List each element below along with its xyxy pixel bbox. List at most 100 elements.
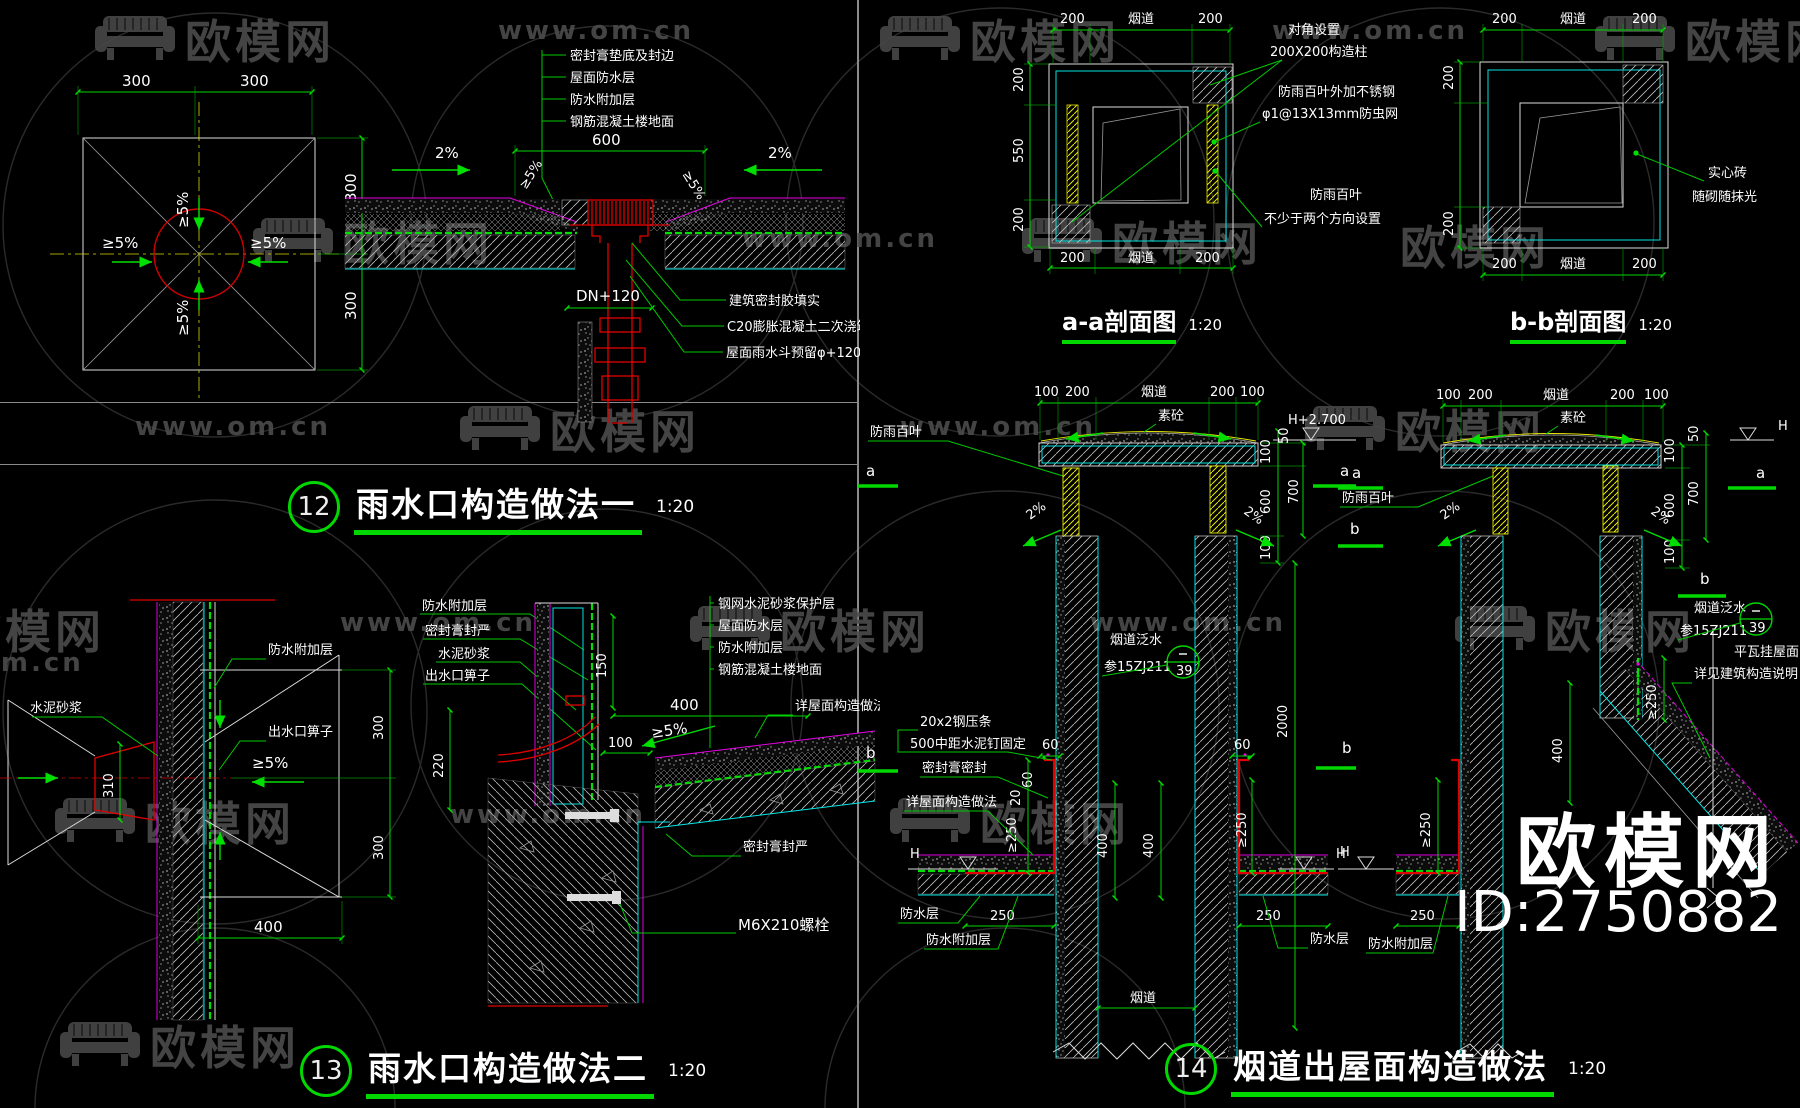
watermark: 欧模网 [690, 596, 930, 662]
watermark-url: www.om.cn [900, 412, 1097, 442]
pitched-roof [1592, 658, 1799, 899]
louver-strip [1492, 467, 1509, 535]
dim-label: 60 [1042, 738, 1059, 753]
watermark-url: om.cn [0, 648, 84, 678]
callout-label: 屋面雨水斗预留φ+120板洞 [726, 346, 860, 361]
dim-label: 400 [670, 696, 699, 714]
drawing-flue-section-b: 素砼 100 200 烟道 200 100 H 100 600 100 50 7… [1338, 388, 1799, 1059]
callout-label: 屋面防水层 [718, 618, 783, 634]
section-marks: a a b b [1338, 464, 1776, 598]
callout-label: 防水附加层 [1368, 936, 1433, 952]
corner-column [1192, 66, 1233, 104]
callout-stack: 防水附加层 密封膏封严 水泥砂浆 出水口箅子 [420, 598, 597, 751]
side-spout [0, 699, 232, 866]
dim-label: 200 [1442, 65, 1457, 90]
callout-label: φ1@13X13mm防虫网 [1262, 106, 1398, 122]
drain-upstand [497, 602, 600, 806]
callout-label: 防水附加层 [570, 92, 635, 108]
watermark-url: www.om.cn [498, 16, 695, 46]
dim-label: 烟道 [1128, 12, 1154, 27]
louver-strip [1062, 467, 1080, 537]
callout-label: 详见建筑构造说明 [1694, 666, 1798, 682]
callout-label: 钢网水泥砂浆保护层 [718, 597, 835, 612]
roof-flashing-left [917, 753, 1056, 896]
dim-label: 100 [1436, 388, 1461, 403]
callout-label: 防水附加层 [268, 642, 333, 658]
callout-label: M6X210螺栓 [738, 916, 829, 934]
dim-label: ≥250 [1645, 684, 1660, 720]
drawing-number: 13 [300, 1044, 352, 1097]
callout-label: 防雨百叶 [1342, 490, 1394, 506]
callout-label: 防雨百叶 [870, 424, 922, 440]
dim-label: 60 [1234, 738, 1251, 753]
divider-horizontal [0, 464, 857, 465]
drawing-title-scale: 1:20 [656, 496, 695, 517]
callout-label: 参15ZJ211 [1104, 659, 1171, 675]
dim-label: 200 [1442, 211, 1457, 236]
callout-stack: 密封膏垫底及封边 屋面防水层 防水附加层 钢筋混凝土楼地面 [541, 48, 674, 211]
callout-label: 不少于两个方向设置 [1264, 211, 1381, 227]
callout-label: 出水口箅子 [268, 724, 333, 740]
watermark-url: www.om.cn [1272, 16, 1469, 46]
watermark: 欧模网 [60, 1012, 300, 1078]
drawing-rain-outlet2-right: 防水附加层 密封膏封严 水泥砂浆 出水口箅子 220 150 400 100 ≥… [420, 596, 880, 1007]
divider-vertical [857, 0, 859, 1108]
dim-label: 300 [240, 72, 269, 90]
watermark-url: www.om.cn [1090, 608, 1287, 638]
corner-column [1622, 64, 1664, 104]
callout-label: 屋面防水层 [570, 70, 635, 86]
dim-label: 烟道 [1560, 257, 1586, 272]
drawing-title-12: 12 雨水口构造做法一 1:20 [288, 478, 694, 535]
svg-text:H: H [1336, 847, 1346, 862]
dim-label: 100 [1259, 439, 1274, 464]
section-title-label: a-a剖面图 [1062, 302, 1177, 344]
flue-inner [1092, 106, 1189, 204]
svg-text:39: 39 [1176, 664, 1193, 679]
svg-text:H: H [1340, 845, 1350, 860]
site-logo: 欧模网 [1516, 806, 1780, 899]
slope-label: ≥5% [102, 234, 138, 252]
watermark: 欧模网 [1022, 208, 1262, 274]
drawing-title-scale: 1:20 [668, 1060, 707, 1081]
dim-label: 200 [1492, 12, 1517, 27]
section-title-aa: a-a剖面图 1:20 [1062, 302, 1222, 344]
slope-arrows [112, 198, 288, 310]
slope-label: 2% [1438, 499, 1463, 523]
flue-outer [1479, 61, 1669, 249]
louver-strip [1602, 465, 1619, 533]
dim-label: 200 [1065, 385, 1090, 400]
callout-label: 密封膏封严 [425, 623, 490, 639]
drawing-rain-outlet-section: 密封膏垫底及封边 屋面防水层 防水附加层 钢筋混凝土楼地面 600 2% 2% … [344, 48, 860, 424]
slope-label: ≥5% [679, 168, 708, 203]
watermark: 欧模网 [0, 605, 105, 659]
flue-cap [1038, 431, 1259, 467]
slope-label: 2% [1024, 499, 1049, 523]
dim-label: 250 [1410, 909, 1435, 924]
watermark-url: www.om.cn [340, 608, 537, 638]
level-mark: H [1338, 845, 1394, 870]
dim-label: 50 [1687, 425, 1702, 442]
svg-text:b: b [1350, 520, 1360, 538]
callout-label: 密封膏封严 [743, 839, 808, 855]
callout-stack: 20x2钢压条 500中距水泥钉固定 密封膏密封 详屋面构造做法 [897, 714, 1053, 856]
dim-label: 700 [1287, 479, 1302, 504]
flue-inner [1519, 102, 1624, 208]
callout-label: 随砌随抹光 [1692, 190, 1757, 205]
dim-label: 400 [1551, 738, 1566, 763]
section-title-scale: 1:20 [1638, 316, 1673, 334]
callout-label: 水泥砂浆 [30, 701, 82, 716]
dim-label: 200 [1198, 12, 1223, 27]
dim-label: 700 [1687, 481, 1702, 506]
site-id: ID:2750882 [1454, 880, 1782, 945]
roof-flashing-right [1237, 753, 1329, 896]
svg-text:39: 39 [1749, 621, 1766, 636]
flue-cap [1440, 433, 1662, 469]
dim-label: 600 [1663, 493, 1678, 518]
svg-text:H: H [910, 847, 920, 862]
callout-label: 防雨百叶外加不锈钢 [1278, 84, 1395, 100]
svg-text:a: a [866, 462, 875, 480]
dim-label: 600 [592, 131, 621, 149]
drawing-title-scale: 1:20 [1568, 1058, 1607, 1079]
slope-label: 2% [768, 144, 792, 162]
divider-horizontal [0, 402, 857, 403]
